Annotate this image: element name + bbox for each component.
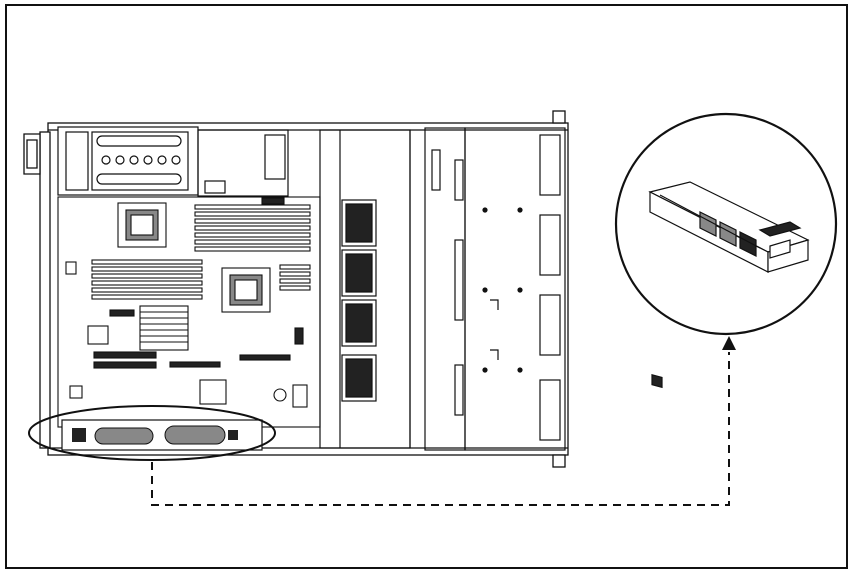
fan-4 [341, 354, 377, 402]
highlight-ellipse [28, 405, 276, 461]
drive-bay-1 [539, 134, 561, 196]
drive-bay-3 [539, 294, 561, 356]
slot-connector-2 [93, 361, 157, 369]
fan-3 [341, 299, 377, 347]
drive-cage [424, 127, 566, 451]
fan-2 [341, 249, 377, 297]
detail-callout [614, 112, 838, 389]
chip [199, 379, 227, 405]
chip [239, 354, 291, 361]
fan-module-area [319, 129, 411, 449]
processor-socket-1 [117, 202, 167, 248]
chipset-heatsink [139, 305, 189, 351]
power-supply-bay [197, 129, 289, 197]
arrow-head [722, 336, 736, 350]
connector [228, 430, 238, 440]
drive-bay-2 [539, 214, 561, 276]
system-board [57, 196, 321, 428]
highlight-region [28, 405, 276, 461]
chip [294, 327, 304, 345]
chip [169, 361, 221, 368]
slot-connector [93, 351, 157, 359]
processor-socket-2 [221, 267, 271, 313]
dimm-bank-1 [194, 204, 311, 252]
battery-cell [273, 388, 287, 402]
chip [109, 309, 135, 317]
connector [72, 428, 86, 442]
chip [292, 384, 308, 408]
cache-battery-module [648, 181, 810, 389]
callout-arrow-path [151, 352, 730, 506]
fan-1 [341, 199, 377, 247]
chip [87, 325, 109, 345]
drive-bay-4 [539, 379, 561, 441]
battery-pack-1 [94, 427, 154, 445]
chip [65, 261, 77, 275]
riser-cage [57, 126, 199, 196]
dimm-bank-2 [91, 259, 203, 300]
chip [261, 197, 285, 205]
battery-pack-2 [164, 425, 226, 445]
dimm-bank-3 [279, 264, 311, 291]
chip [69, 385, 83, 399]
